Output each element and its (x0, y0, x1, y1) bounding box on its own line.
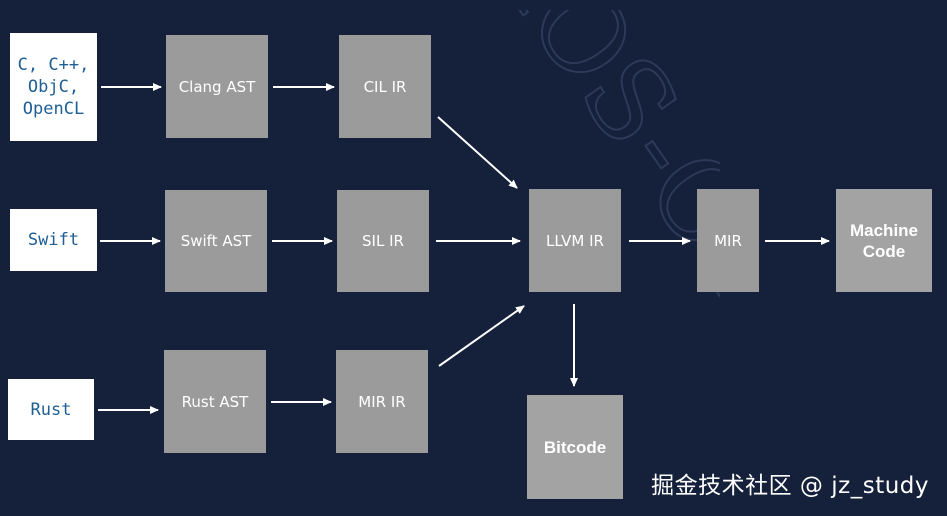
machine-code-box: Machine Code (836, 189, 932, 292)
mir-ir-box: MIR IR (336, 350, 428, 453)
site-watermark: 掘金技术社区 @ jz_study (651, 473, 929, 499)
llvm-ir-box: LLVM IR (529, 189, 621, 292)
swift-ast-box: Swift AST (165, 190, 267, 292)
arrow-cil-ir-to-llvm-ir (437, 116, 518, 189)
bitcode-box: Bitcode (527, 395, 623, 499)
arrow-mir-ir-to-llvm-ir (438, 305, 525, 367)
sil-ir-box: SIL IR (337, 190, 429, 292)
lang-rust-box: Rust (8, 379, 94, 440)
rust-ast-box: Rust AST (164, 350, 266, 453)
clang-ast-box: Clang AST (166, 35, 268, 138)
lang-c-family-box: C, C++, ObjC, OpenCL (10, 33, 97, 141)
lang-swift-box: Swift (10, 209, 97, 271)
mir-box: MIR (697, 189, 759, 292)
cil-ir-box: CIL IR (339, 35, 431, 138)
